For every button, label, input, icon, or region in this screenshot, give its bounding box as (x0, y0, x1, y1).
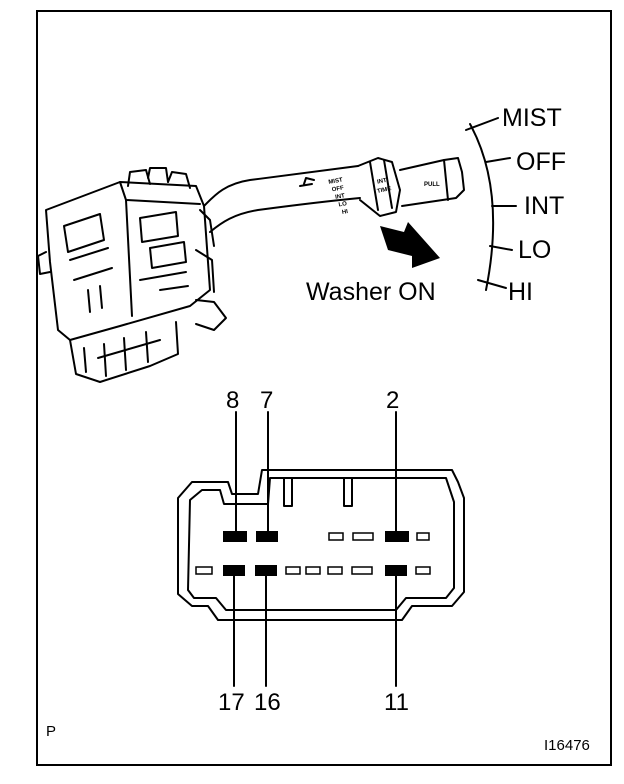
terminal-11 (385, 565, 407, 576)
pin-label-17: 17 (218, 689, 245, 716)
label-int: INT (524, 192, 564, 220)
pin-label-7: 7 (260, 387, 273, 414)
ring-mark-time: TIME (377, 186, 392, 195)
label-lo: LO (518, 236, 551, 264)
lever-mark-hi: HI (342, 209, 349, 216)
position-arc (465, 117, 517, 291)
terminal-2 (385, 531, 409, 542)
pin-label-2: 2 (386, 387, 399, 414)
lever-mark-lo: LO (338, 201, 348, 208)
label-hi: HI (508, 278, 533, 306)
terminal-8 (223, 531, 247, 542)
pin-callouts (233, 411, 397, 687)
switch-body (37, 167, 227, 383)
terminal-7 (256, 531, 278, 542)
ring-mark-int: INT (377, 178, 388, 186)
pin-label-11: 11 (384, 689, 409, 716)
connector-empty-cavities (195, 532, 431, 575)
pin-label-16: 16 (254, 689, 281, 716)
figure-code: I16476 (544, 737, 590, 754)
label-off: OFF (516, 148, 566, 176)
diagram-frame (36, 10, 612, 766)
terminal-17 (223, 565, 245, 576)
connector-housing (177, 469, 465, 621)
wiper-lever (203, 157, 465, 233)
label-mist: MIST (502, 104, 562, 132)
pin-label-8: 8 (226, 387, 239, 414)
lever-mark-off: OFF (331, 185, 344, 193)
lever-mark-mist: MIST (328, 177, 343, 185)
washer-arrow (380, 222, 440, 268)
corner-letter: P (46, 723, 56, 740)
tip-mark-pull: PULL (424, 182, 440, 188)
lever-mark-int: INT (335, 193, 346, 201)
label-washer-on: Washer ON (306, 278, 436, 306)
connector-terminals (223, 531, 409, 576)
terminal-16 (255, 565, 277, 576)
